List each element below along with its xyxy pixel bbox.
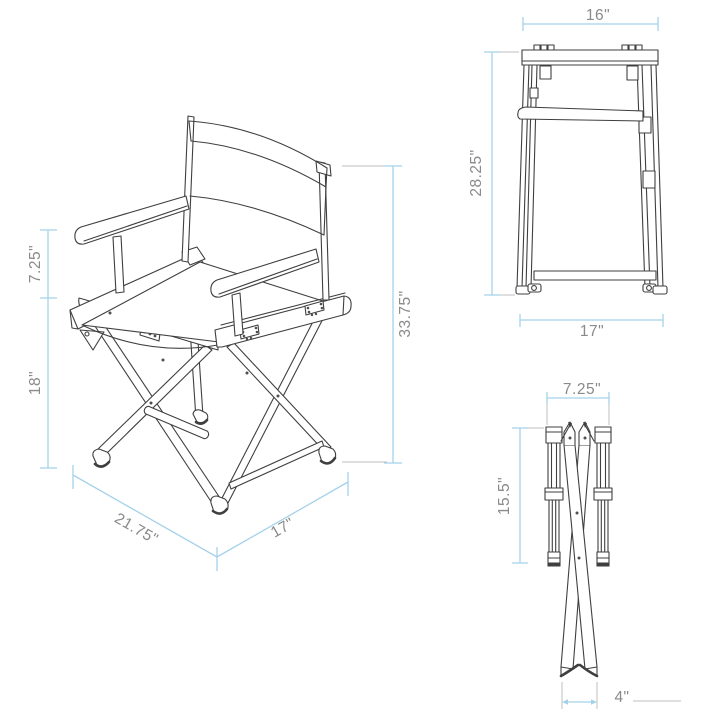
- folded-leg-feet: [559, 663, 599, 678]
- right-foot-shadow: [319, 456, 337, 465]
- side-left-hinge: [529, 87, 539, 99]
- seat-canvas-droop: [83, 325, 219, 349]
- side-right-bracket: [626, 65, 639, 81]
- side-right-hinge-2: [642, 170, 656, 189]
- folded-upper-height-label: 15.5": [496, 477, 513, 515]
- rivet-dots: [108, 311, 280, 405]
- side-seat-bar: [521, 49, 659, 66]
- side-left-bracket: [539, 65, 552, 80]
- seat-height-label: 18": [27, 371, 44, 395]
- side-seat-hinges: [533, 44, 643, 51]
- arm-height-label: 7.25": [27, 245, 44, 283]
- perspective-view-drawing: [69, 115, 352, 515]
- left-rail-flap: [79, 329, 105, 351]
- side-foot-r2: [652, 285, 668, 295]
- side-foot-bolt-right: [646, 285, 652, 291]
- stretcher-rod-front: [143, 405, 210, 440]
- right-rail-hinge-plate-rear: [304, 300, 325, 317]
- folded-view-drawing: [544, 421, 613, 678]
- folded-base-width-label: 4": [614, 689, 629, 706]
- side-armrest: [517, 106, 644, 122]
- folded-rivets: [568, 436, 587, 560]
- depth-label: 21.75": [111, 510, 161, 548]
- dim-folded: 7.25" 15.5" 4": [496, 381, 681, 709]
- dim-side: 16" 28.25" 17": [468, 7, 664, 340]
- folded-right-assembly: [593, 426, 613, 567]
- armrest-right: [210, 248, 320, 337]
- rear-foot-shadow: [194, 418, 209, 425]
- left-foot-shadow: [93, 460, 111, 468]
- overall-height-label: 33.75": [397, 290, 414, 337]
- side-height-label: 28.25": [468, 149, 485, 196]
- flap-bolt: [84, 331, 90, 337]
- folded-top-width-label: 7.25": [563, 381, 601, 398]
- side-foot-l2: [527, 283, 542, 293]
- left-rail-end-edge: [69, 309, 79, 330]
- ext-top-height: [342, 165, 387, 463]
- front-foot-shadow: [211, 507, 229, 515]
- folded-left-assembly: [544, 426, 564, 567]
- back-canvas: [188, 120, 328, 236]
- side-view-drawing: [515, 44, 668, 295]
- back-post-left: [181, 115, 195, 263]
- side-top-width-label: 16": [586, 7, 610, 24]
- folded-leg-tops: [560, 421, 595, 445]
- armrest-left: [74, 195, 190, 294]
- leg-right-b: [226, 342, 332, 453]
- side-bottom-stretcher: [533, 270, 657, 281]
- width-label: 17": [268, 515, 297, 542]
- side-bottom-width-label: 17": [580, 323, 604, 340]
- right-rail-hinge-plate-front: [239, 324, 260, 341]
- side-foot-bolt-left: [531, 285, 537, 291]
